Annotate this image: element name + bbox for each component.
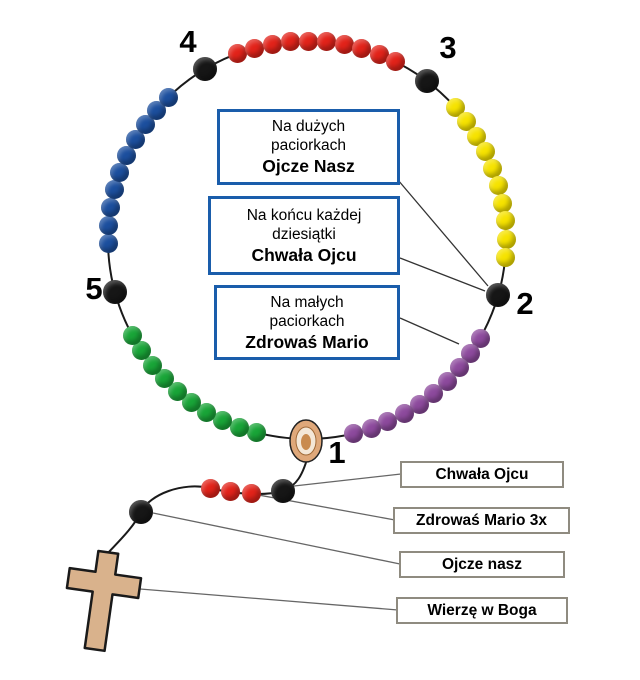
decade-bead-blue	[105, 180, 124, 199]
prayer-name: Zdrowaś Mario	[245, 331, 369, 352]
decade-bead-purple	[449, 358, 469, 378]
decade-bead-purple	[460, 344, 480, 364]
decade-bead-green	[122, 325, 142, 345]
pointer-ojcze-nasz-2-line	[152, 512, 401, 565]
decade-bead-red	[386, 52, 405, 72]
position-number-4: 4	[179, 24, 197, 59]
pointer-zdrowas-mario-line	[399, 317, 460, 345]
decade-bead-blue	[117, 146, 137, 166]
decade-bead-red	[228, 44, 248, 63]
label-ojcze-nasz: Ojcze nasz	[399, 551, 565, 578]
position-number-2: 2	[516, 286, 534, 321]
decade-bead-blue	[101, 197, 121, 217]
pointer-ojcze-nasz-line	[397, 179, 489, 287]
decade-bead-red	[280, 32, 300, 52]
pendant-bead-red	[200, 478, 220, 498]
decade-bead-green	[182, 392, 202, 412]
pendant-bead-black	[129, 500, 153, 524]
info-box-line: dziesiątki	[272, 225, 336, 243]
pendant-pointer-lines	[139, 473, 402, 611]
label-wierze-w-boga: Wierzę w Boga	[396, 597, 568, 624]
decade-bead-yellow	[495, 247, 515, 267]
decade-bead-purple	[394, 404, 414, 424]
info-box-line: Na końcu każdej	[246, 206, 362, 224]
decade-bead-yellow	[467, 126, 487, 146]
decade-bead-red	[298, 31, 318, 51]
decade-bead-purple	[437, 371, 457, 391]
decade-bead-yellow	[488, 176, 508, 195]
decade-bead-green	[132, 341, 152, 361]
info-pointer-lines	[397, 179, 489, 345]
decade-bead-purple	[424, 383, 444, 403]
decade-bead-yellow	[445, 97, 465, 117]
decade-bead-red	[245, 38, 265, 58]
cross	[65, 549, 143, 653]
pendant-bead-red	[220, 481, 240, 501]
decade-bead-yellow	[495, 211, 515, 231]
info-box-ojcze-nasz: Na dużych paciorkach Ojcze Nasz	[217, 109, 400, 185]
position-number-5: 5	[85, 271, 103, 306]
decade-bead-green	[213, 410, 233, 430]
pointer-chwala-ojcu-2-line	[293, 473, 402, 487]
decade-bead-blue	[98, 233, 118, 253]
position-number-3: 3	[439, 30, 457, 65]
position-number-1: 1	[328, 435, 346, 470]
info-box-line: paciorkach	[269, 312, 345, 330]
decade-bead-blue	[99, 215, 119, 235]
large-bead-5	[102, 279, 127, 304]
medal	[289, 419, 323, 463]
decade-bead-green	[230, 417, 250, 437]
info-box-chwala-ojcu: Na końcu każdej dziesiątki Chwała Ojcu	[208, 196, 400, 275]
info-box-line: Na dużych	[271, 118, 346, 135]
decade-bead-purple	[378, 412, 398, 432]
info-box-line: Na małych	[270, 293, 344, 311]
decade-bead-green	[154, 369, 174, 389]
decade-bead-purple	[361, 418, 381, 438]
label-zdrowas-mario-3x: Zdrowaś Mario 3x	[393, 507, 570, 534]
info-box-line: paciorkach	[271, 137, 346, 154]
pointer-wierze-w-boga-line	[139, 588, 399, 611]
decade-bead-red	[369, 45, 389, 64]
info-box-zdrowas-mario: Na małych paciorkach Zdrowaś Mario	[214, 285, 400, 360]
decade-bead-purple	[470, 328, 490, 348]
decade-bead-yellow	[483, 158, 503, 178]
decade-bead-red	[262, 34, 282, 54]
decade-bead-green	[168, 381, 187, 401]
decade-bead-blue	[146, 100, 166, 120]
decade-bead-yellow	[457, 111, 477, 131]
decade-bead-purple	[344, 423, 364, 443]
decade-bead-yellow	[475, 142, 495, 162]
decade-bead-blue	[135, 114, 155, 134]
prayer-name: Chwała Ojcu	[251, 244, 357, 265]
decade-bead-green	[247, 423, 267, 443]
medal-center-image	[301, 434, 311, 450]
decade-bead-red	[316, 32, 336, 52]
decade-bead-blue	[125, 130, 145, 150]
decade-bead-blue	[110, 162, 130, 182]
decade-bead-yellow	[493, 193, 512, 213]
decade-bead-yellow	[496, 229, 516, 249]
large-bead-2	[486, 282, 511, 307]
cross-shape	[65, 549, 143, 653]
pointer-chwala-ojcu-line	[399, 257, 486, 292]
pendant-bead-red	[241, 483, 261, 503]
decade-bead-red	[352, 39, 372, 59]
decade-bead-green	[142, 355, 162, 375]
large-bead-3	[414, 69, 439, 94]
label-chwala-ojcu: Chwała Ojcu	[400, 461, 564, 488]
pendant-bead-black	[271, 479, 295, 503]
decade-bead-blue	[159, 87, 178, 107]
decade-bead-purple	[409, 394, 429, 414]
prayer-name: Ojcze Nasz	[262, 156, 355, 176]
decade-bead-green	[197, 402, 217, 422]
large-bead-4	[192, 57, 217, 82]
decade-bead-red	[334, 35, 354, 54]
